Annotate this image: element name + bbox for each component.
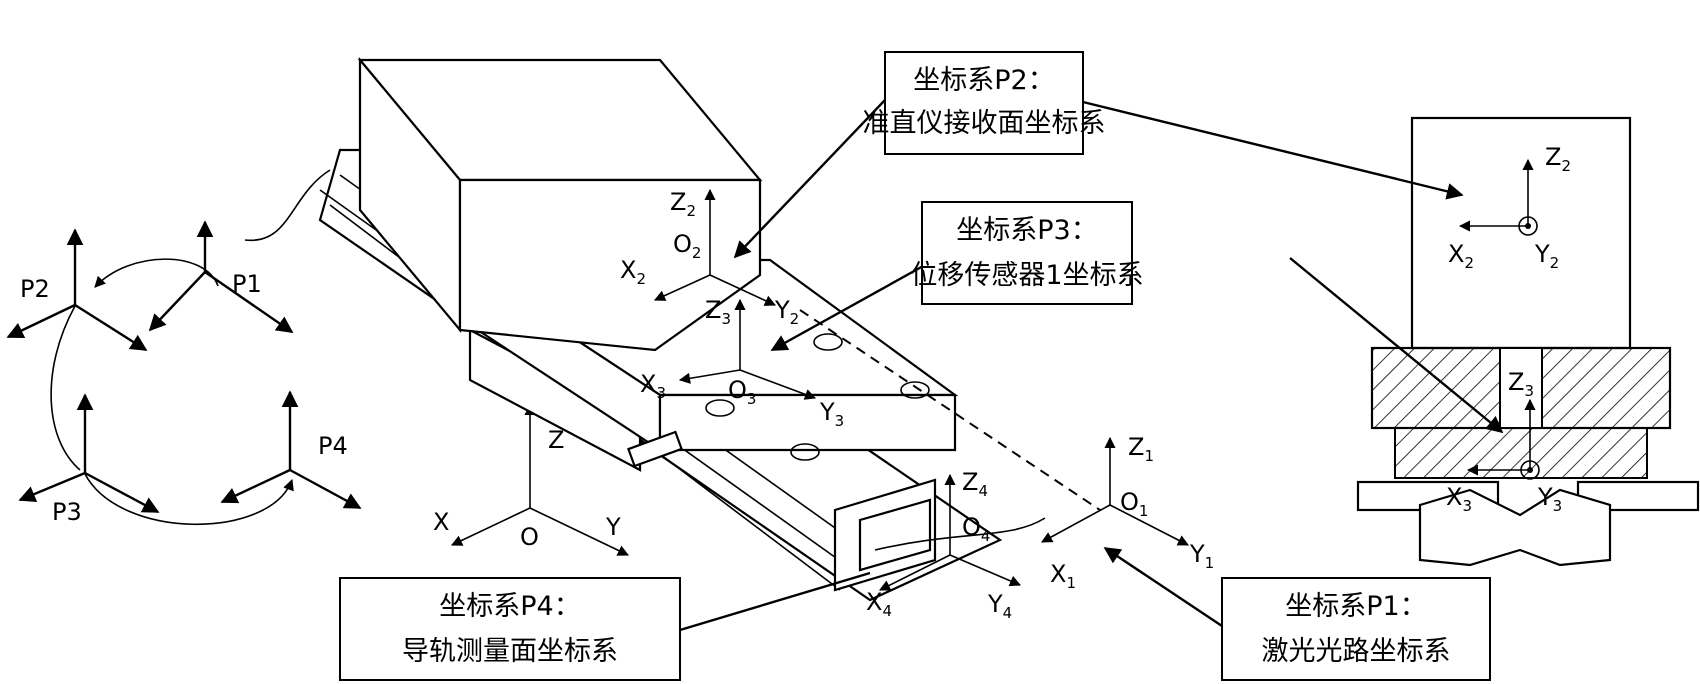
callout-p3-desc: 位移传感器1坐标系: [910, 260, 1143, 291]
frame-3-o-label: O3: [728, 376, 756, 408]
frame-1-o-label: O1: [1120, 488, 1148, 520]
frame-1-x-label: X1: [1050, 560, 1076, 592]
side-x2-label: X2: [1448, 240, 1474, 272]
frame-1-z-label: Z1: [1128, 433, 1154, 465]
side-z2-label: Z2: [1545, 143, 1571, 175]
frame-2-z-label: Z2: [670, 188, 696, 220]
world-z-label: Z: [548, 426, 564, 454]
frame-3: Z3 O3 X3 Y3: [640, 296, 844, 430]
callout-p4-desc: 导轨测量面坐标系: [402, 636, 618, 667]
frame-4-y-label: Y4: [987, 590, 1012, 622]
world-x-label: X: [433, 508, 449, 536]
frame-3-x-label: X3: [640, 370, 666, 402]
callout-p1-desc: 激光光路坐标系: [1262, 636, 1451, 667]
side-x3-label: X3: [1446, 483, 1472, 515]
callout-p3: 坐标系P3： 位移传感器1坐标系: [910, 201, 1144, 305]
abstract-frames: P1 P2 P3 P4: [6, 169, 362, 526]
frame-2: Z2 O2 X2 Y2: [620, 188, 799, 328]
frame-4-o-label: O4: [962, 513, 990, 545]
frame-p4-label: P4: [318, 432, 348, 460]
world-o-label: O: [520, 523, 539, 551]
frame-4-x-label: X4: [866, 588, 892, 620]
frame-2-y-label: Y2: [774, 296, 799, 328]
frame-p2-label: P2: [20, 275, 50, 303]
world-frame: Z X O Y: [433, 403, 630, 556]
world-y-label: Y: [605, 513, 621, 541]
frame-3-y-label: Y3: [819, 398, 844, 430]
frame-1-y-label: Y1: [1189, 540, 1214, 572]
frame-4: Z4 O4 X4 Y4: [866, 468, 1022, 622]
frame-p1-label: P1: [232, 270, 262, 298]
frame-p3-label: P3: [52, 498, 82, 526]
side-y3-label: Y3: [1537, 483, 1562, 515]
frame-2-x-label: X2: [620, 256, 646, 288]
side-y2-label: Y2: [1534, 240, 1559, 272]
frame-p1: P1: [148, 220, 294, 333]
callout-leaders: [679, 99, 1504, 632]
side-z3-label: Z3: [1508, 368, 1534, 400]
frame-p2: P2: [6, 228, 148, 352]
frame-p4: P4: [220, 390, 362, 510]
callout-p4: 坐标系P4： 导轨测量面坐标系: [339, 577, 681, 681]
frame-p3: P3: [18, 393, 160, 526]
frame-3-z-label: Z3: [705, 296, 731, 328]
callout-p4-title: 坐标系P4：: [439, 591, 580, 622]
frame-1: Z1 O1 X1 Y1: [1041, 433, 1214, 592]
frame-4-z-label: Z4: [962, 468, 988, 500]
callout-p2: 坐标系P2： 准直仪接收面坐标系: [863, 51, 1106, 155]
callout-p2-title: 坐标系P2：: [913, 65, 1054, 96]
guide-rail-assembly: [318, 56, 1101, 602]
callout-p3-title: 坐标系P3：: [956, 215, 1097, 246]
callout-p1-title: 坐标系P1：: [1285, 591, 1426, 622]
side-view: Z2 X2 Y2 Z3 X3 Y3: [1356, 116, 1700, 567]
callout-p1: 坐标系P1： 激光光路坐标系: [1221, 577, 1491, 681]
callout-p2-desc: 准直仪接收面坐标系: [863, 108, 1106, 139]
frame-2-o-label: O2: [673, 230, 701, 262]
